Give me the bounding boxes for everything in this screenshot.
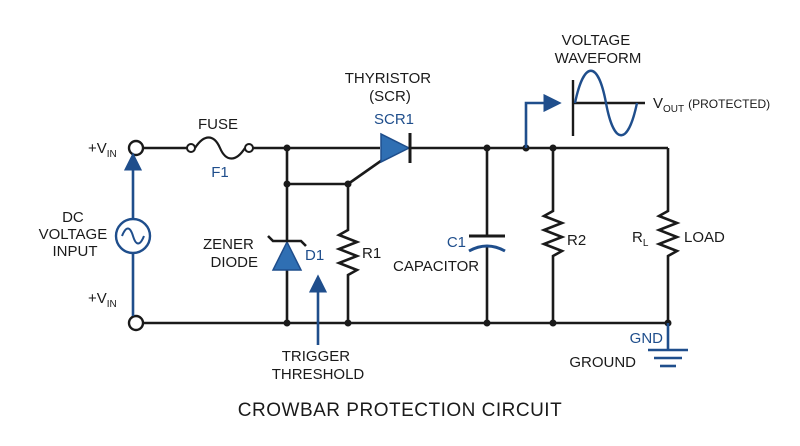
- scr-ref: SCR1: [374, 111, 414, 128]
- fuse-symbol: [186, 136, 254, 160]
- cap-ref: C1: [447, 234, 466, 251]
- vout-label: VOUT(PROTECTED): [653, 95, 770, 115]
- wiring: [143, 146, 670, 325]
- scr-label: THYRISTOR (SCR): [345, 70, 436, 105]
- gnd-label: GROUND: [569, 354, 636, 371]
- fuse-label: FUSE: [198, 116, 238, 133]
- diagram-title: CROWBAR PROTECTION CIRCUIT: [238, 400, 562, 421]
- dc-voltage-source: [114, 152, 152, 316]
- fuse-ref: F1: [211, 164, 229, 181]
- trigger-label: TRIGGER THRESHOLD: [272, 348, 365, 383]
- vin-top-terminal: [127, 139, 145, 157]
- vin-top-label: +VIN: [88, 140, 117, 160]
- vout-arrow: [524, 93, 562, 148]
- gnd-ref: GND: [630, 330, 664, 347]
- voltage-waveform-plot: [571, 69, 645, 137]
- r1-resistor-symbol: [335, 225, 361, 283]
- vin-bottom-label: +VIN: [88, 290, 117, 310]
- capacitor-symbol: [468, 234, 506, 253]
- zener-ref: D1: [305, 247, 324, 264]
- ground-symbol: [648, 323, 688, 368]
- waveform-label: VOLTAGE WAVEFORM: [555, 32, 642, 67]
- scr-symbol: [380, 132, 412, 164]
- cap-label: CAPACITOR: [393, 258, 479, 275]
- source-label: DC VOLTAGE INPUT: [39, 209, 112, 260]
- rl-label: RL: [632, 229, 649, 249]
- vin-bottom-terminal: [127, 314, 145, 332]
- load-label: LOAD: [684, 229, 725, 246]
- rl-resistor-symbol: [655, 205, 681, 265]
- r2-label: R2: [567, 232, 586, 249]
- zener-label: ZENER DIODE: [203, 236, 258, 271]
- r2-resistor-symbol: [540, 205, 566, 265]
- zener-diode-symbol: [267, 235, 307, 271]
- r1-label: R1: [362, 245, 381, 262]
